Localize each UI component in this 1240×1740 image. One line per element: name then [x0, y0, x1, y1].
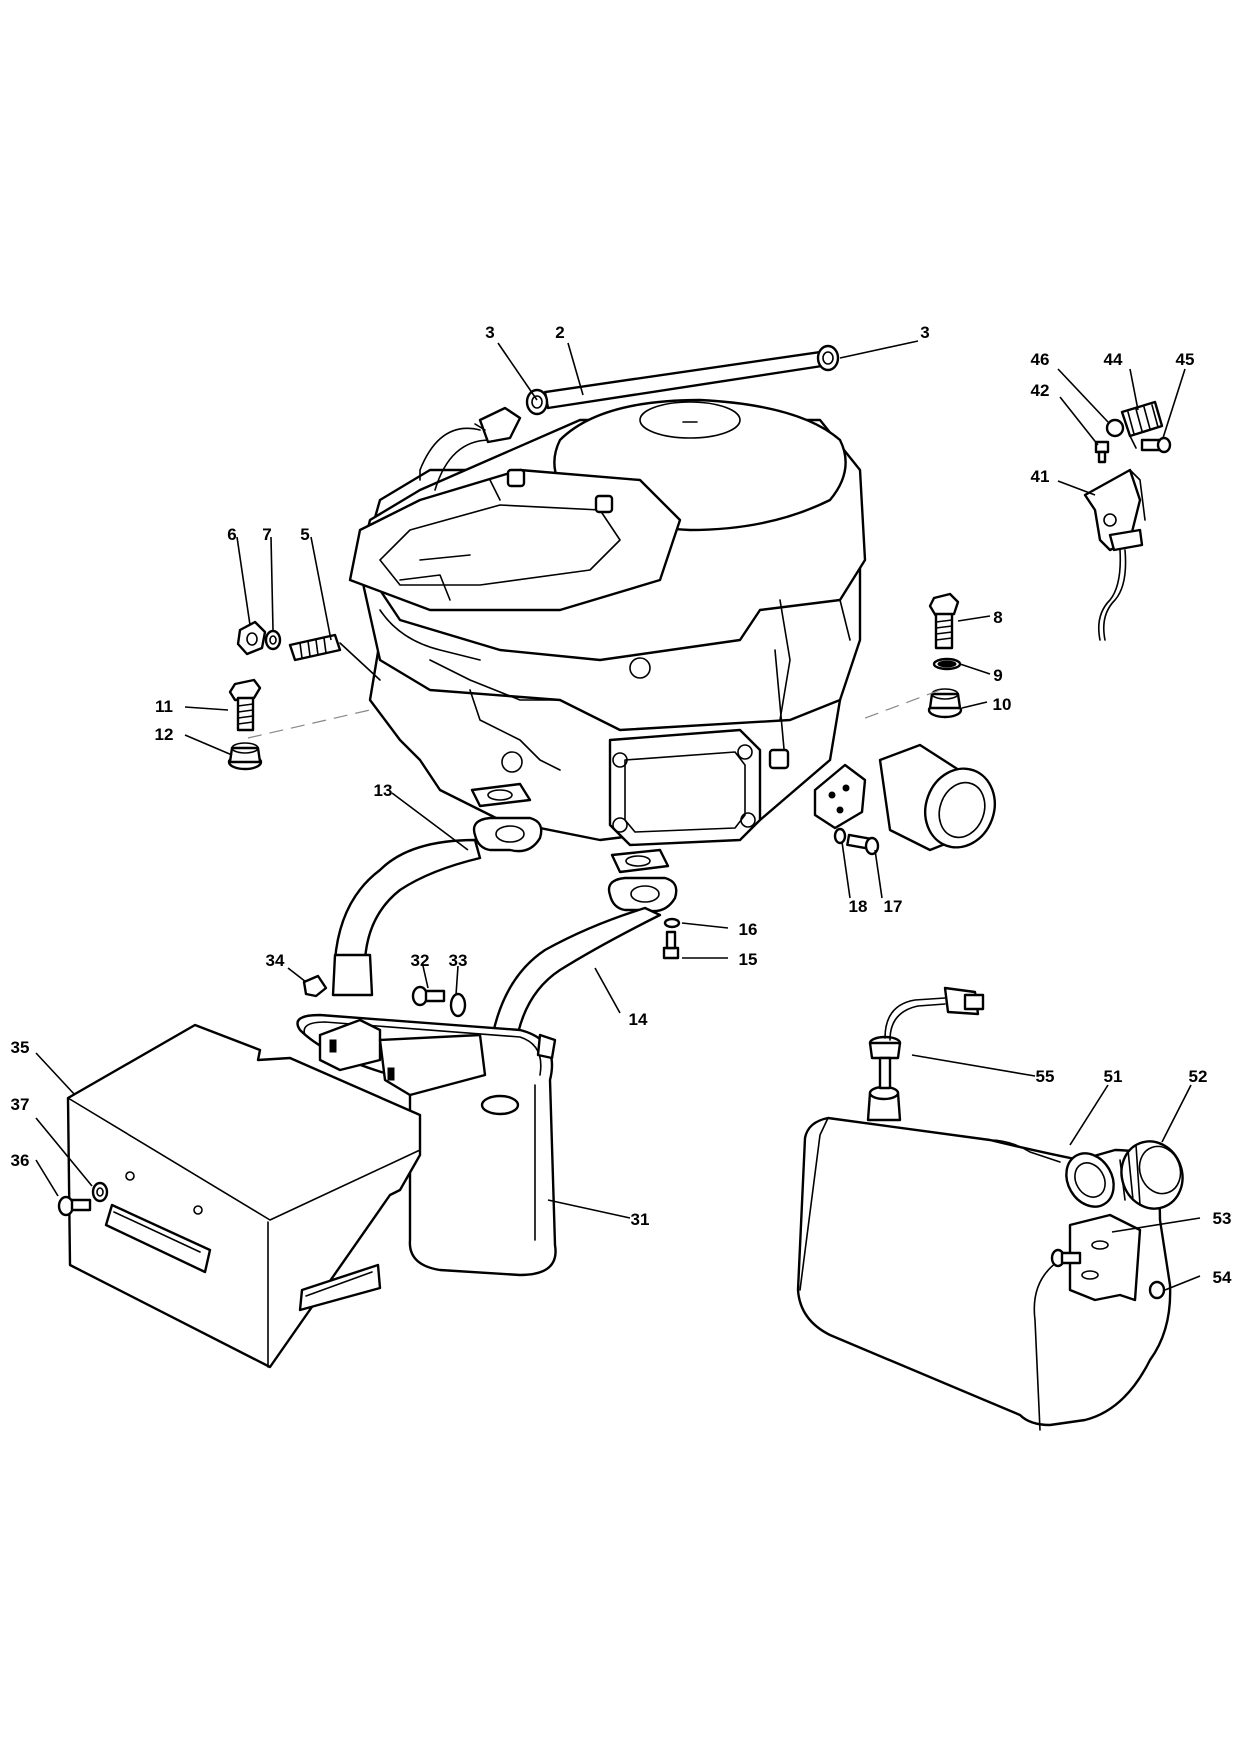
lock-washer-9	[932, 657, 962, 671]
callout-2: 2	[555, 323, 564, 342]
throttle-bracket-41	[1083, 468, 1146, 641]
screw-36	[57, 1195, 92, 1217]
callout-17: 17	[884, 897, 903, 916]
callout-36: 36	[11, 1151, 30, 1170]
callout-42: 42	[1031, 381, 1050, 400]
callout-34: 34	[266, 951, 285, 970]
leader-lines	[35, 340, 1201, 1291]
bolt-axis-left	[247, 709, 371, 739]
nut-54	[1148, 1280, 1166, 1300]
callout-35: 35	[11, 1038, 30, 1057]
callout-54: 54	[1213, 1268, 1232, 1287]
hose-clamp-right	[816, 344, 840, 372]
washer-7	[264, 629, 282, 651]
tank-bracket-53	[1068, 1213, 1142, 1302]
callout-10: 10	[993, 695, 1012, 714]
muffler-31	[296, 1013, 557, 1277]
callout-55: 55	[1036, 1067, 1055, 1086]
callout-41: 41	[1031, 467, 1050, 486]
callout-37: 37	[11, 1095, 30, 1114]
mounting-plate	[813, 763, 867, 830]
gasket-upper-right	[610, 848, 670, 874]
screw-32	[411, 985, 446, 1007]
sender-gauge-55	[868, 986, 985, 1090]
screw-53	[1050, 1248, 1082, 1268]
callout-13: 13	[374, 781, 393, 800]
bolt-11	[228, 678, 262, 732]
callout-7: 7	[262, 525, 271, 544]
hex-nut-6	[236, 620, 267, 656]
bolt-axis-right	[859, 689, 941, 721]
callout-3-left: 3	[485, 323, 494, 342]
callout-6: 6	[227, 525, 236, 544]
callout-53: 53	[1213, 1209, 1232, 1228]
callout-18: 18	[849, 897, 868, 916]
nut-46	[1105, 418, 1125, 438]
clip-34	[302, 974, 328, 998]
washer-37	[91, 1181, 109, 1203]
washer-18	[833, 827, 847, 845]
flange-nut-12	[227, 742, 263, 771]
callout-3-right: 3	[920, 323, 929, 342]
screw-15	[662, 930, 680, 960]
spring-44	[1120, 400, 1164, 449]
callout-51: 51	[1104, 1067, 1123, 1086]
fuel-filter	[474, 406, 522, 444]
callout-11: 11	[155, 697, 173, 716]
callout-45: 45	[1176, 350, 1195, 369]
screw-45	[1140, 436, 1172, 454]
callout-32: 32	[411, 951, 430, 970]
screw-42	[1094, 440, 1110, 464]
hose-clamp-left	[525, 388, 549, 416]
muffler-guard-35	[66, 1023, 422, 1369]
filler-neck	[866, 1085, 902, 1122]
exhaust-pipe-13	[331, 816, 543, 997]
flange-nut-10	[927, 688, 963, 719]
washer-33	[449, 992, 467, 1018]
callout-14: 14	[629, 1010, 648, 1029]
callout-9: 9	[993, 666, 1002, 685]
callout-12: 12	[155, 725, 174, 744]
callout-33: 33	[449, 951, 468, 970]
starter-canister	[878, 743, 996, 852]
callout-44: 44	[1104, 350, 1123, 369]
callout-5: 5	[300, 525, 309, 544]
callout-8: 8	[993, 608, 1002, 627]
spout-neck	[1065, 1152, 1115, 1208]
cap-52	[1119, 1140, 1184, 1210]
callout-15: 15	[739, 950, 758, 969]
callout-16: 16	[739, 920, 758, 939]
bolt-8	[928, 592, 960, 650]
callout-52: 52	[1189, 1067, 1208, 1086]
callout-31: 31	[631, 1210, 650, 1229]
callout-46: 46	[1031, 350, 1050, 369]
bolt-17	[846, 833, 880, 856]
callout-labels: 2 3 3 5 6 7 8 9 10 11 12 13 14 15 16 17 …	[11, 323, 1232, 1287]
stud-bolt	[288, 633, 381, 681]
gasket-upper-left	[470, 782, 532, 808]
engine-assembly	[348, 398, 867, 847]
washer-16	[663, 917, 681, 929]
